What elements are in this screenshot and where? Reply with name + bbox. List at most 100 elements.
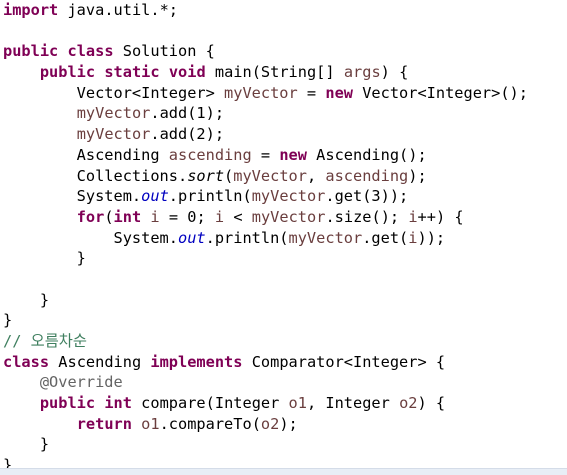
code-text: < <box>224 207 252 226</box>
code-text: Ascending <box>49 352 151 371</box>
code-text <box>3 63 40 81</box>
code-text <box>3 208 77 226</box>
code-text <box>3 125 77 143</box>
code-text: ++) { <box>417 207 464 226</box>
keyword: new <box>325 83 353 102</box>
keyword: class <box>67 42 114 61</box>
local-variable: i <box>408 228 418 247</box>
keyword: implements <box>150 352 243 371</box>
comment: // 오름차순 <box>3 332 87 350</box>
code-line[interactable]: } <box>3 290 528 311</box>
code-text: = <box>251 145 280 164</box>
code-line[interactable]: class Ascending implements Comparator<In… <box>3 352 528 373</box>
code-text: java.util.*; <box>58 1 178 19</box>
local-variable: o1 <box>141 414 160 433</box>
code-text: = 0; <box>159 207 215 226</box>
code-line[interactable]: myVector.add(2); <box>3 124 528 145</box>
code-text: Ascending(); <box>306 145 427 164</box>
local-variable: o2 <box>399 394 418 413</box>
code-text: , Integer <box>306 394 400 413</box>
code-text: } <box>3 435 50 454</box>
code-text: ) { <box>380 63 409 82</box>
local-variable: myVector <box>76 125 151 144</box>
code-text: .size(); <box>325 207 409 226</box>
code-line[interactable]: return o1.compareTo(o2); <box>3 414 528 435</box>
code-line[interactable]: } <box>3 455 528 468</box>
code-text: compare(Integer <box>131 394 289 413</box>
code-text: .compareTo( <box>159 414 261 433</box>
code-text: ) { <box>417 394 446 413</box>
code-text: } <box>3 311 13 330</box>
code-line[interactable]: public class Solution { <box>3 41 528 62</box>
code-line[interactable]: // 오름차순 <box>3 331 528 352</box>
code-line[interactable]: public int compare(Integer o1, Integer o… <box>3 393 528 414</box>
code-text: Solution { <box>113 42 215 61</box>
keyword: for <box>76 207 105 226</box>
code-text: .println( <box>205 228 289 247</box>
local-variable: ascending <box>325 166 409 185</box>
keyword: import <box>3 1 59 19</box>
code-text: .add(1); <box>150 104 225 123</box>
keyword: class <box>3 352 50 371</box>
code-text <box>160 63 169 81</box>
code-line[interactable]: for(int i = 0; i < myVector.size(); i++)… <box>3 207 528 228</box>
static-method: sort <box>187 166 225 185</box>
code-text: System. <box>3 187 142 206</box>
code-text: ( <box>224 166 234 185</box>
code-text: } <box>3 456 13 468</box>
code-text <box>3 373 40 391</box>
code-text: ( <box>104 207 114 226</box>
code-line[interactable]: Collections.sort(myVector, ascending); <box>3 166 528 187</box>
local-variable: myVector <box>233 166 307 185</box>
code-text <box>3 104 77 122</box>
local-variable: args <box>343 63 381 82</box>
code-text: = <box>297 83 326 102</box>
code-text: Vector<Integer>(); <box>353 83 528 102</box>
local-variable: myVector <box>224 83 298 102</box>
code-text: Comparator<Integer> { <box>242 352 446 371</box>
code-line[interactable]: import java.util.*; <box>3 0 528 21</box>
code-text <box>95 63 104 81</box>
local-variable: i <box>150 207 160 226</box>
static-field: out <box>141 187 169 206</box>
local-variable: o2 <box>260 414 280 433</box>
code-line[interactable]: Ascending ascending = new Ascending(); <box>3 145 528 166</box>
keyword: public <box>39 394 96 413</box>
keyword: return <box>76 414 132 433</box>
static-field: out <box>177 228 206 247</box>
code-text: , <box>306 166 326 185</box>
code-line[interactable]: Vector<Integer> myVector = new Vector<In… <box>3 83 528 104</box>
code-text: .println( <box>168 187 252 206</box>
annotation: @Override <box>39 373 123 392</box>
keyword: int <box>113 207 142 226</box>
local-variable: myVector <box>251 187 326 206</box>
code-line[interactable]: System.out.println(myVector.get(i)); <box>3 228 528 249</box>
local-variable: myVector <box>288 228 363 247</box>
code-text: } <box>3 249 86 268</box>
keyword: public <box>3 42 59 61</box>
code-line[interactable]: myVector.add(1); <box>3 103 528 124</box>
local-variable: ascending <box>168 145 252 164</box>
code-text <box>3 415 77 433</box>
code-line[interactable]: } <box>3 310 528 331</box>
code-line[interactable]: System.out.println(myVector.get(3)); <box>3 186 528 207</box>
keyword: public <box>39 63 96 82</box>
code-text: Vector<Integer> <box>3 83 225 102</box>
code-text <box>95 394 104 412</box>
source-code[interactable]: import java.util.*;​public class Solutio… <box>3 0 528 468</box>
code-line[interactable]: public static void main(String[] args) { <box>3 62 528 83</box>
code-text: ); <box>279 414 298 433</box>
code-text: main(String[] <box>205 63 344 82</box>
editor-bottom-edge <box>0 468 567 475</box>
code-text <box>132 415 141 433</box>
local-variable: o1 <box>288 394 307 413</box>
code-line[interactable]: @Override <box>3 372 528 393</box>
keyword: void <box>168 63 206 82</box>
code-line[interactable]: } <box>3 434 528 455</box>
code-line[interactable]: ​ <box>3 21 528 42</box>
code-text: .add(2); <box>150 125 225 144</box>
code-text: } <box>3 290 50 309</box>
code-line[interactable]: ​ <box>3 269 528 290</box>
code-line[interactable]: } <box>3 248 528 269</box>
